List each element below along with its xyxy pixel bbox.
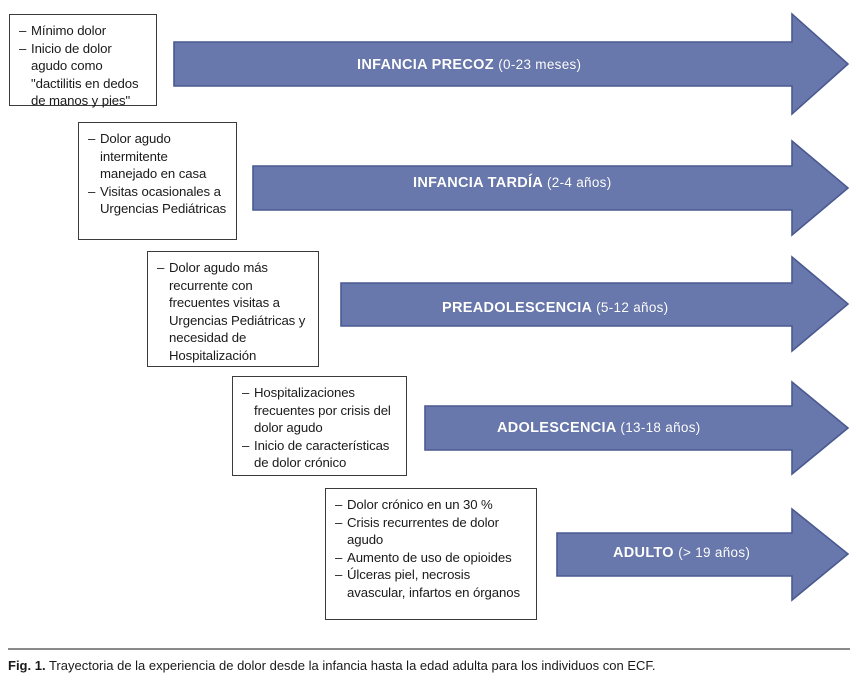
bullet-dash: – bbox=[19, 40, 27, 56]
stage-arrow-infancia-tardia bbox=[252, 139, 850, 237]
stage-arrow-adolescencia bbox=[424, 380, 850, 476]
stage-label-preadolescencia: PREADOLESCENCIA (5-12 años) bbox=[442, 300, 668, 316]
stage-age: (5-12 años) bbox=[596, 300, 669, 315]
note-text: Mínimo dolor bbox=[31, 23, 107, 38]
note-box-preadolescencia: –Dolor agudo más recurrente con frecuent… bbox=[147, 251, 319, 367]
list-item: –Mínimo dolor bbox=[19, 22, 147, 40]
stage-title: PREADOLESCENCIA bbox=[442, 300, 592, 316]
note-text: Hospitalizaciones frecuentes por crisis … bbox=[254, 385, 391, 436]
stage-title: ADOLESCENCIA bbox=[497, 420, 617, 436]
bullet-dash: – bbox=[88, 131, 96, 146]
stage-age: (> 19 años) bbox=[678, 545, 751, 560]
bullet-dash: – bbox=[88, 183, 96, 199]
note-text: Úlceras piel, necrosis avascular, infart… bbox=[347, 567, 520, 600]
note-text: Dolor agudo más recurrente con frecuente… bbox=[169, 260, 306, 363]
list-item: –Crisis recurrentes de dolor agudo bbox=[335, 514, 527, 549]
stage-label-infancia-precoz: INFANCIA PRECOZ (0-23 meses) bbox=[357, 57, 581, 73]
note-text: Aumento de uso de opioides bbox=[347, 549, 512, 565]
stage-label-infancia-tardia: INFANCIA TARDÍA (2-4 años) bbox=[413, 175, 612, 191]
list-item: –Úlceras piel, necrosis avascular, infar… bbox=[335, 566, 527, 601]
stage-age: (13-18 años) bbox=[620, 420, 701, 435]
bullet-dash: – bbox=[335, 567, 343, 583]
note-box-infancia-precoz: –Mínimo dolor –Inicio de dolor agudo com… bbox=[9, 14, 157, 108]
note-list: –Dolor agudo intermitente manejado en ca… bbox=[88, 130, 227, 218]
note-text: Crisis recurrentes de dolor agudo bbox=[347, 514, 499, 548]
list-item: –Dolor agudo más recurrente con frecuent… bbox=[157, 259, 309, 365]
caption-divider bbox=[8, 648, 850, 650]
list-item: –Hospitalizaciones frecuentes por crisis… bbox=[242, 384, 397, 437]
bullet-dash: – bbox=[242, 437, 250, 453]
stage-arrow-preadolescencia bbox=[340, 255, 850, 353]
note-list: –Hospitalizaciones frecuentes por crisis… bbox=[242, 384, 397, 472]
list-item: –Dolor crónico en un 30 % bbox=[335, 496, 527, 514]
note-list: –Dolor agudo más recurrente con frecuent… bbox=[157, 259, 309, 365]
note-list: –Mínimo dolor –Inicio de dolor agudo com… bbox=[19, 22, 147, 110]
bullet-dash: – bbox=[19, 23, 27, 38]
stage-title: ADULTO bbox=[613, 545, 674, 561]
note-box-adulto: –Dolor crónico en un 30 % –Crisis recurr… bbox=[325, 488, 537, 620]
stage-title: INFANCIA PRECOZ bbox=[357, 57, 494, 73]
bullet-dash: – bbox=[157, 260, 165, 275]
note-text: Inicio de dolor agudo como "dactilitis e… bbox=[31, 40, 139, 109]
stage-arrow-adulto bbox=[556, 507, 850, 602]
bullet-dash: – bbox=[242, 385, 250, 400]
note-box-adolescencia: –Hospitalizaciones frecuentes por crisis… bbox=[232, 376, 407, 476]
stage-label-adolescencia: ADOLESCENCIA (13-18 años) bbox=[497, 420, 701, 436]
note-box-infancia-tardia: –Dolor agudo intermitente manejado en ca… bbox=[78, 122, 237, 240]
note-text: Dolor agudo intermitente manejado en cas… bbox=[100, 131, 207, 182]
bullet-dash: – bbox=[335, 514, 343, 530]
list-item: –Visitas ocasionales a Urgencias Pediátr… bbox=[88, 183, 227, 218]
list-item: –Inicio de dolor agudo como "dactilitis … bbox=[19, 40, 147, 110]
list-item: –Dolor agudo intermitente manejado en ca… bbox=[88, 130, 227, 183]
note-text: Dolor crónico en un 30 % bbox=[347, 497, 493, 512]
list-item: –Inicio de características de dolor crón… bbox=[242, 437, 397, 472]
list-item: –Aumento de uso de opioides bbox=[335, 549, 527, 567]
figure-caption-text: Trayectoria de la experiencia de dolor d… bbox=[48, 658, 656, 673]
bullet-dash: – bbox=[335, 497, 343, 512]
note-text: Inicio de características de dolor cróni… bbox=[254, 437, 390, 471]
stage-arrow-infancia-precoz bbox=[173, 12, 850, 116]
figure-number: Fig. 1. bbox=[8, 658, 46, 673]
note-list: –Dolor crónico en un 30 % –Crisis recurr… bbox=[335, 496, 527, 602]
bullet-dash: – bbox=[335, 549, 343, 565]
stage-age: (0-23 meses) bbox=[498, 57, 582, 72]
note-text: Visitas ocasionales a Urgencias Pediátri… bbox=[100, 183, 227, 217]
figure-caption: Fig. 1. Trayectoria de la experiencia de… bbox=[8, 657, 850, 674]
stage-title: INFANCIA TARDÍA bbox=[413, 175, 543, 191]
stage-label-adulto: ADULTO (> 19 años) bbox=[613, 545, 750, 561]
stage-age: (2-4 años) bbox=[546, 175, 612, 190]
